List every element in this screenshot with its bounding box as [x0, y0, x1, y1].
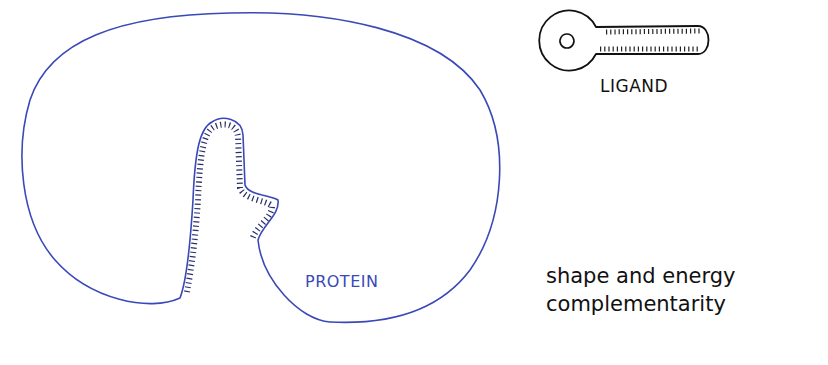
ligand-outline [539, 10, 708, 70]
protein-outline [22, 13, 500, 323]
pocket-hatching [187, 124, 272, 292]
shape-outline [15, 10, 505, 330]
ligand-hatching [606, 31, 700, 32]
ligand-label: LIGAND [600, 76, 668, 96]
ligand-hatching [600, 47, 700, 52]
ligand-shape: LIGAND [530, 4, 720, 104]
note-text: shape and energy complementarity [546, 262, 822, 319]
ligand-hole [560, 34, 574, 48]
protein-label: PROTEIN [305, 272, 378, 291]
protein-shape: PROTEIN [15, 10, 505, 330]
